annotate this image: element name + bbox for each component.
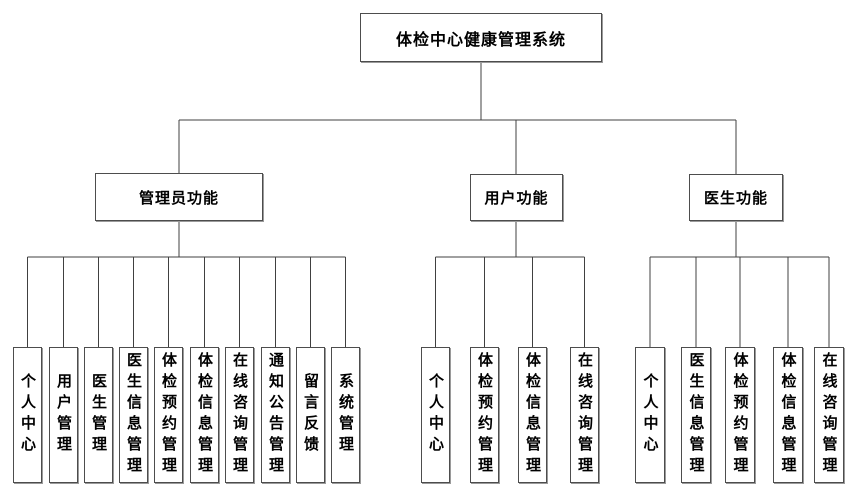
leaf-label: 体检预约管理 (160, 352, 178, 478)
leaf-label: 个人中心 (641, 373, 660, 457)
node-user-personal-center: 个人中心 (421, 347, 450, 483)
node-admin-doctor-info-management: 医生信息管理 (119, 347, 148, 483)
leaf-label: 个人中心 (19, 373, 37, 457)
node-admin-doctor-management: 医生管理 (84, 347, 113, 483)
leaf-label: 体检信息管理 (524, 352, 542, 478)
node-admin-personal-center: 个人中心 (13, 347, 42, 483)
node-admin-functions: 管理员功能 (95, 173, 263, 221)
leaf-label: 体检信息管理 (779, 352, 798, 478)
node-admin-exam-info-management: 体检信息管理 (190, 347, 219, 483)
node-admin-message-feedback: 留言反馈 (296, 347, 325, 483)
node-root-system-title: 体检中心健康管理系统 (360, 13, 602, 62)
root-branch-connectors (178, 62, 737, 174)
node-doctor-exam-appointment-management: 体检预约管理 (725, 347, 755, 483)
node-doctor-personal-center: 个人中心 (635, 347, 665, 483)
node-doctor-functions: 医生功能 (689, 174, 783, 221)
node-admin-exam-appointment-management: 体检预约管理 (154, 347, 183, 483)
user-branch-connectors (435, 221, 585, 347)
leaf-label: 个人中心 (427, 373, 445, 457)
leaf-label: 留言反馈 (302, 373, 320, 457)
node-admin-system-management: 系统管理 (331, 347, 360, 483)
node-admin-user-management: 用户管理 (49, 347, 78, 483)
admin-branch-connectors (27, 221, 346, 347)
leaf-label: 在线咨询管理 (820, 352, 839, 478)
node-user-functions: 用户功能 (470, 174, 563, 221)
node-admin-notice-management: 通知公告管理 (261, 347, 290, 483)
leaf-label: 体检信息管理 (196, 352, 214, 478)
leaf-label: 体检预约管理 (476, 352, 494, 478)
doctor-branch-connectors (649, 221, 830, 347)
node-user-exam-info-management: 体检信息管理 (518, 347, 547, 483)
node-doctor-doctor-info-management: 医生信息管理 (681, 347, 711, 483)
node-user-online-consult-management: 在线咨询管理 (570, 347, 599, 483)
leaf-label: 医生信息管理 (125, 352, 143, 478)
node-doctor-exam-info-management: 体检信息管理 (773, 347, 803, 483)
leaf-label: 系统管理 (337, 373, 355, 457)
node-doctor-online-consult-management: 在线咨询管理 (814, 347, 844, 483)
leaf-label: 在线咨询管理 (576, 352, 594, 478)
node-admin-online-consult-management: 在线咨询管理 (225, 347, 254, 483)
leaf-label: 医生信息管理 (687, 352, 706, 478)
node-user-exam-appointment-management: 体检预约管理 (470, 347, 499, 483)
leaf-label: 体检预约管理 (731, 352, 750, 478)
leaf-label: 医生管理 (90, 373, 108, 457)
leaf-label: 在线咨询管理 (231, 352, 249, 478)
leaf-label: 通知公告管理 (267, 352, 285, 478)
leaf-label: 用户管理 (55, 373, 73, 457)
